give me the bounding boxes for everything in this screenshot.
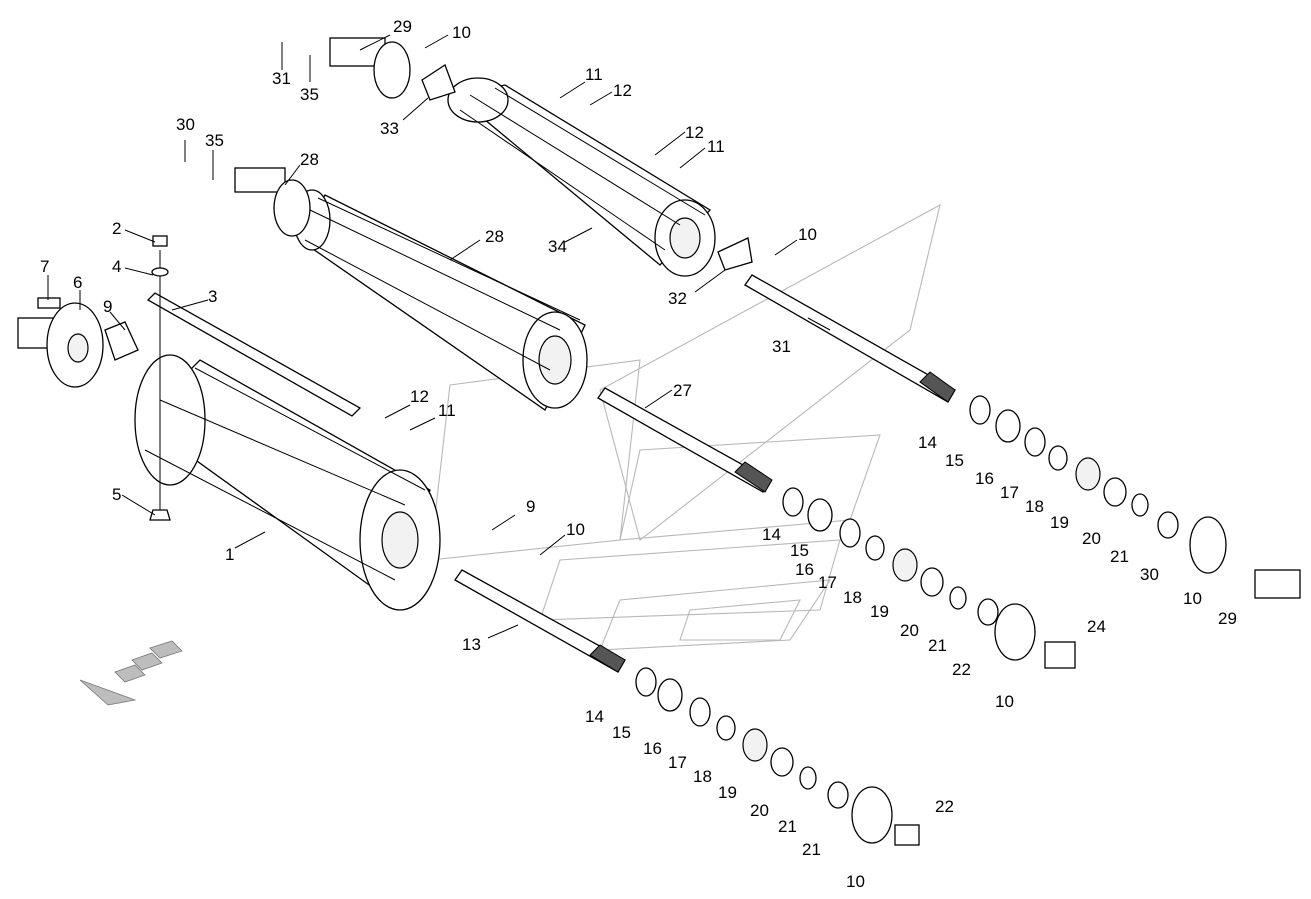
callout-19-mid: 19 <box>870 602 889 621</box>
scraper-bar <box>146 235 362 521</box>
callout-34: 32 <box>668 289 687 308</box>
middle-roller <box>293 189 588 411</box>
callout-5: 5 <box>112 485 121 504</box>
callout-14-upper: 14 <box>918 433 937 452</box>
callout-12-c: 12 <box>410 387 429 406</box>
callout-13: 13 <box>462 635 481 654</box>
callout-35-top: 35 <box>300 85 319 104</box>
callout-16-lower: 16 <box>643 739 662 758</box>
callout-11-c: 11 <box>438 401 456 420</box>
callout-19-lower: 19 <box>718 783 737 802</box>
callout-18-mid: 18 <box>843 588 862 607</box>
left-flange <box>17 297 139 388</box>
callout-10-upper-right: 10 <box>798 225 817 244</box>
bearing-stack-middle <box>782 487 1076 669</box>
callout-12-b: 12 <box>685 123 704 142</box>
shaft-31 <box>744 274 956 403</box>
callout-15-upper: 15 <box>945 451 964 470</box>
callout-15-mid: 15 <box>790 541 809 560</box>
upper-roller <box>447 77 716 277</box>
callout-28-top: 31 <box>272 69 291 88</box>
callout-2: 2 <box>112 219 121 238</box>
callout-27-top: 29 <box>393 17 412 36</box>
callout-labels: 29 10 31 35 33 11 12 12 11 30 35 28 28 3… <box>40 17 1237 891</box>
callout-20-lower: 20 <box>750 801 769 820</box>
callout-21-upper: 21 <box>1110 547 1129 566</box>
callout-12-a: 12 <box>613 81 632 100</box>
callout-10-upper-lower: 10 <box>1183 589 1202 608</box>
callout-31: 31 <box>772 337 791 356</box>
callout-17-upper: 17 <box>1000 483 1019 502</box>
callout-1: 1 <box>225 545 234 564</box>
callout-21-mid: 21 <box>928 636 947 655</box>
callout-26: 28 <box>485 227 504 246</box>
callout-35-mid: 35 <box>205 131 224 150</box>
leader-lines <box>47 34 831 639</box>
callout-18-upper: 18 <box>1025 497 1044 516</box>
callout-23: 22 <box>935 797 954 816</box>
callout-22-mid: 22 <box>952 660 971 679</box>
callout-27-mid: 28 <box>300 150 319 169</box>
callout-9-mid: 9 <box>526 497 535 516</box>
bearing-stack-lower <box>635 667 920 846</box>
direction-arrow-icon <box>79 640 183 706</box>
callout-22-lower: 21 <box>802 840 821 859</box>
callout-16-upper: 16 <box>975 469 994 488</box>
callout-28-mid: 30 <box>176 115 195 134</box>
callout-7: 7 <box>40 257 49 276</box>
callout-17-lower: 17 <box>668 753 687 772</box>
callout-10-lower: 10 <box>846 872 865 891</box>
callout-29: 29 <box>1218 609 1237 628</box>
callout-14-mid: 14 <box>762 525 781 544</box>
callout-25: 27 <box>673 381 692 400</box>
shaft-25 <box>597 387 773 493</box>
callout-33: 34 <box>548 237 567 256</box>
callout-10-top: 10 <box>452 23 471 42</box>
callout-20-upper: 20 <box>1082 529 1101 548</box>
callout-30: 30 <box>1140 565 1159 584</box>
callout-10-mid-lower: 10 <box>995 692 1014 711</box>
callout-20-mid: 20 <box>900 621 919 640</box>
callout-9-left: 9 <box>103 297 112 316</box>
callout-17-mid: 17 <box>818 573 837 592</box>
callout-15-lower: 15 <box>612 723 631 742</box>
callout-6: 6 <box>73 273 82 292</box>
callout-4: 4 <box>112 257 121 276</box>
lower-roller <box>134 354 441 611</box>
callout-11-b: 11 <box>707 137 725 156</box>
callout-16-mid: 16 <box>795 560 814 579</box>
callout-21-lower: 21 <box>778 817 797 836</box>
callout-24: 24 <box>1087 617 1106 636</box>
callout-18-lower: 18 <box>693 767 712 786</box>
callout-3: 3 <box>208 287 217 306</box>
shaft-13 <box>454 569 626 673</box>
callout-10-mid: 10 <box>566 520 585 539</box>
callout-19-upper: 19 <box>1050 513 1069 532</box>
bearing-stack-upper <box>969 395 1301 599</box>
callout-32: 33 <box>380 119 399 138</box>
upper-end-parts <box>234 37 753 271</box>
callout-11-a: 11 <box>585 65 603 84</box>
callout-14-lower: 14 <box>585 707 604 726</box>
